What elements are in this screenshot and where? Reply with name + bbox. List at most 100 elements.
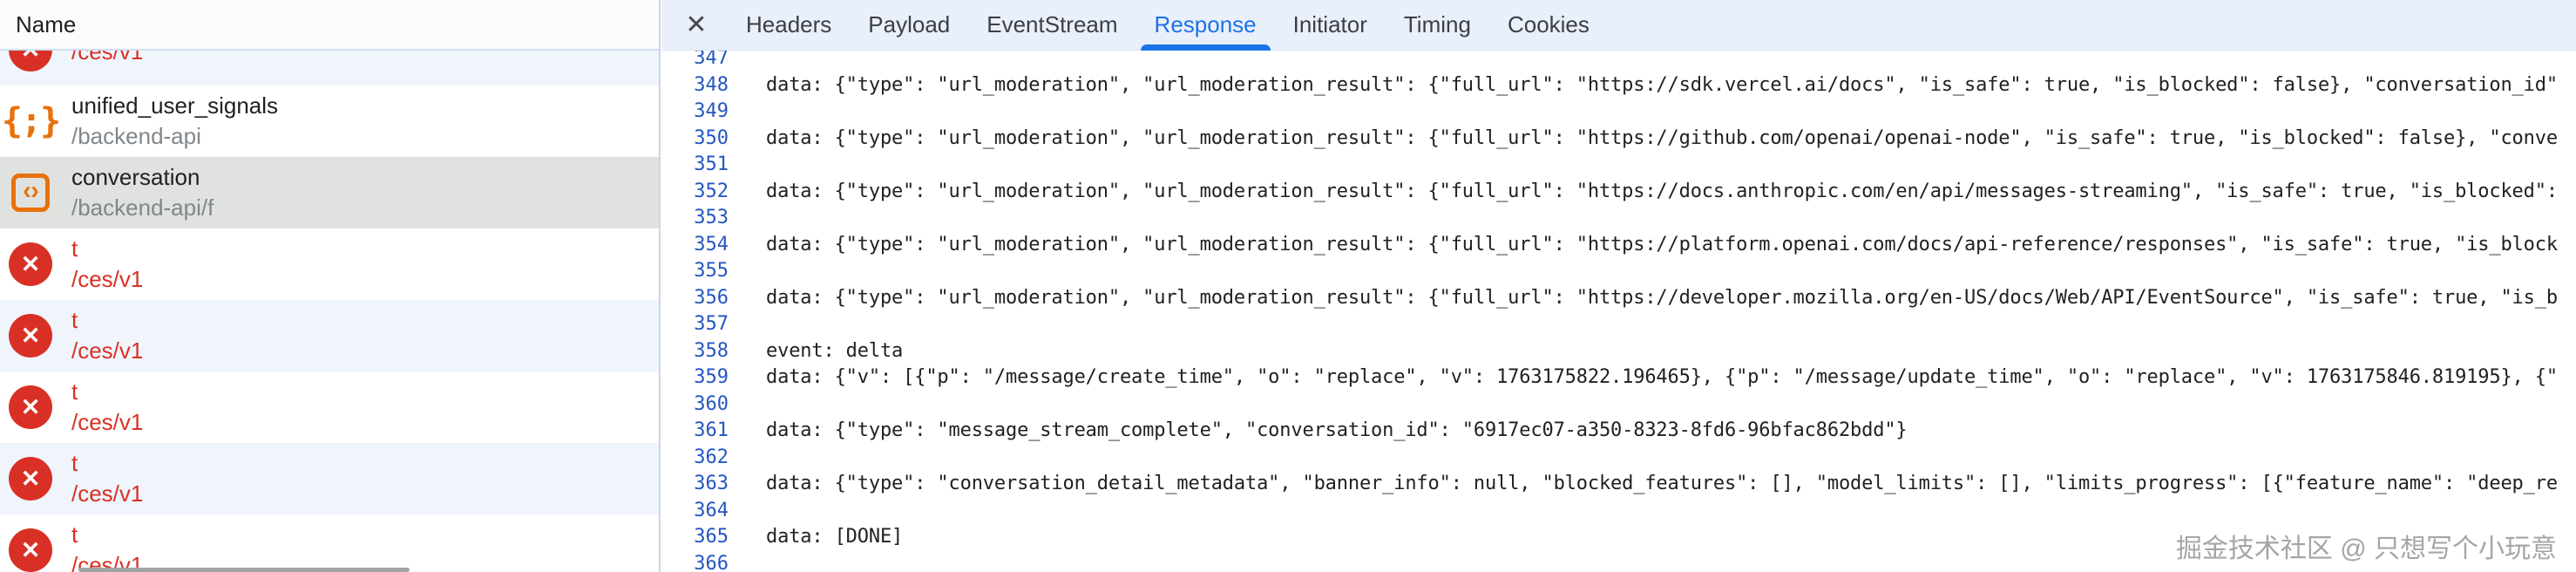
request-path: /ces/v1	[71, 552, 144, 572]
line-number: 360	[694, 392, 729, 415]
line-content: data: {"type": "url_moderation", "url_mo…	[766, 73, 2558, 96]
request-name: t	[71, 235, 78, 262]
response-line: 355	[662, 258, 2576, 285]
line-number: 358	[694, 339, 729, 362]
error-icon: ✕	[9, 51, 52, 72]
horizontal-scrollbar-thumb[interactable]	[78, 568, 410, 572]
request-path: /ces/v1	[71, 51, 144, 65]
request-name: t	[71, 378, 78, 405]
line-content: data: {"type": "message_stream_complete"…	[766, 419, 1908, 441]
response-line: 360	[662, 392, 2576, 419]
line-content	[729, 99, 766, 126]
request-row[interactable]: ✕ t /ces/v1	[0, 514, 659, 572]
response-line: 351	[662, 152, 2576, 179]
request-name: t	[71, 521, 78, 548]
response-line: 354 data: {"type": "url_moderation", "ur…	[662, 232, 2576, 259]
line-content	[729, 311, 766, 338]
line-number: 352	[694, 180, 729, 202]
line-number: 359	[694, 366, 729, 388]
tab-initiator[interactable]: Initiator	[1292, 11, 1367, 37]
line-number: 364	[694, 499, 729, 521]
line-content	[729, 498, 766, 525]
request-name: t	[71, 307, 78, 333]
line-content	[729, 551, 766, 572]
response-lines: 347 348 data: {"type": "url_moderation",…	[662, 51, 2576, 572]
name-column-header[interactable]: Name	[0, 0, 659, 51]
response-line: 366	[662, 551, 2576, 572]
response-line: 359 data: {"v": [{"p": "/message/create_…	[662, 364, 2576, 392]
tab-response[interactable]: Response	[1140, 0, 1271, 51]
line-number: 356	[694, 286, 729, 309]
tab-headers[interactable]: Headers	[746, 11, 832, 37]
line-number: 361	[694, 419, 729, 441]
request-row[interactable]: {;} unified_user_signals /backend-api	[0, 85, 659, 157]
line-number: 348	[694, 73, 729, 96]
tab-eventstream[interactable]: EventStream	[986, 11, 1118, 37]
line-content	[729, 258, 766, 285]
request-row[interactable]: ✕ t /ces/v1	[0, 443, 659, 514]
request-row[interactable]: ✕ t /ces/v1	[0, 371, 659, 443]
error-icon: ✕	[9, 242, 52, 286]
line-content: data: {"type": "url_moderation", "url_mo…	[766, 286, 2558, 309]
error-icon: ✕	[9, 314, 52, 358]
request-path: /ces/v1	[71, 337, 144, 364]
line-number: 347	[694, 51, 729, 69]
line-content	[729, 205, 766, 232]
line-number: 349	[694, 100, 729, 122]
line-number: 354	[694, 233, 729, 255]
line-number: 350	[694, 126, 729, 149]
response-line: 365 data: [DONE]	[662, 524, 2576, 551]
line-number: 366	[694, 552, 729, 572]
response-line: 363 data: {"type": "conversation_detail_…	[662, 471, 2576, 498]
line-number: 355	[694, 260, 729, 282]
request-row[interactable]: ‹› conversation /backend-api/f	[0, 157, 659, 228]
request-rows: ✕ /ces/v1 {;} unified_user_signals /back…	[0, 51, 659, 572]
response-line: 353	[662, 205, 2576, 232]
request-detail-panel: ✕ Headers Payload EventStream Response I…	[662, 0, 2576, 572]
response-line: 361 data: {"type": "message_stream_compl…	[662, 418, 2576, 445]
tab-cookies[interactable]: Cookies	[1507, 11, 1590, 37]
line-content: event: delta	[766, 339, 904, 362]
line-content: data: {"type": "conversation_detail_meta…	[766, 473, 2558, 494]
tab-payload[interactable]: Payload	[868, 11, 951, 37]
response-line: 348 data: {"type": "url_moderation", "ur…	[662, 72, 2576, 99]
request-row[interactable]: ✕ /ces/v1	[0, 51, 659, 85]
request-row[interactable]: ✕ t /ces/v1	[0, 300, 659, 371]
response-line: 349	[662, 99, 2576, 126]
line-number: 353	[694, 207, 729, 228]
line-content: data: {"type": "url_moderation", "url_mo…	[766, 233, 2558, 255]
request-path: /ces/v1	[71, 480, 144, 507]
network-request-list: Name ✕ /ces/v1 {;} unified_user_signals …	[0, 0, 661, 572]
error-icon: ✕	[9, 457, 52, 500]
close-icon[interactable]: ✕	[685, 10, 708, 39]
request-name: unified_user_signals	[71, 92, 279, 119]
error-icon: ✕	[9, 528, 52, 572]
line-number: 362	[694, 446, 729, 468]
response-line: 350 data: {"type": "url_moderation", "ur…	[662, 126, 2576, 153]
tab-timing[interactable]: Timing	[1403, 11, 1471, 37]
request-list-viewport[interactable]: ✕ /ces/v1 {;} unified_user_signals /back…	[0, 51, 659, 572]
response-line: 362	[662, 445, 2576, 472]
request-row[interactable]: ✕ t /ces/v1	[0, 228, 659, 300]
response-line: 364	[662, 498, 2576, 525]
response-line: 358 event: delta	[662, 338, 2576, 365]
response-line: 357	[662, 311, 2576, 338]
line-content: data: [DONE]	[766, 526, 904, 548]
line-content	[729, 51, 766, 72]
name-column-label: Name	[16, 10, 77, 37]
line-number: 351	[694, 153, 729, 175]
line-content: data: {"v": [{"p": "/message/create_time…	[766, 366, 2558, 388]
line-content	[729, 392, 766, 419]
request-name: conversation	[71, 164, 200, 190]
code-document-icon: ‹›	[11, 174, 50, 212]
line-content	[729, 445, 766, 472]
json-braces-icon: {;}	[1, 101, 61, 141]
request-name: t	[71, 450, 78, 476]
line-content: data: {"type": "url_moderation", "url_mo…	[766, 180, 2558, 202]
request-path: /ces/v1	[71, 266, 144, 292]
line-content	[729, 152, 766, 179]
response-line: 352 data: {"type": "url_moderation", "ur…	[662, 179, 2576, 206]
response-body-viewport[interactable]: 347 348 data: {"type": "url_moderation",…	[662, 51, 2576, 572]
line-number: 357	[694, 313, 729, 335]
detail-tabbar: ✕ Headers Payload EventStream Response I…	[662, 0, 2576, 51]
